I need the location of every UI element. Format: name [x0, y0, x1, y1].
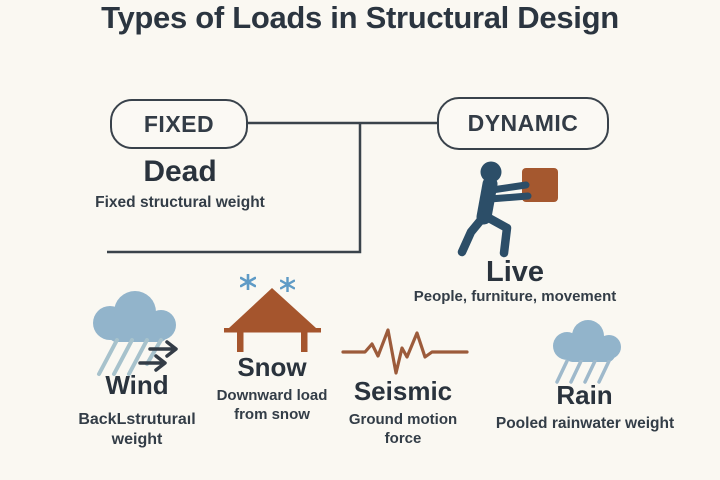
- wind-slashes-arrows-icon: [88, 338, 184, 378]
- dynamic-category-box: DYNAMIC: [437, 97, 609, 150]
- roof-icon: [224, 288, 321, 352]
- seismic-load-description-line1: Ground motion: [348, 411, 458, 428]
- wind-load-description: BackLstruturaıl weight: [57, 410, 217, 450]
- wind-load-title: Wind: [105, 370, 169, 400]
- seismic-load-description: Ground motion force: [323, 411, 483, 449]
- live-load-title: Live: [485, 256, 545, 288]
- snow-load-description: Downward load from snow: [192, 387, 352, 425]
- page-title: Types of Loads in Structural Design: [101, 0, 619, 35]
- fixed-category-label: FIXED: [143, 110, 215, 137]
- seismic-load-title: Seismic: [353, 376, 453, 406]
- rain-slashes-icon: [552, 360, 616, 384]
- rain-load-title: Rain: [556, 380, 613, 410]
- seismic-waveform-icon: [338, 325, 473, 377]
- rain-load-description: Pooled rainwater weight: [495, 415, 675, 432]
- dynamic-category-label: DYNAMIC: [467, 110, 579, 136]
- snowflake-icon: [240, 274, 256, 290]
- fixed-category-box: FIXED: [110, 99, 248, 149]
- live-load-description: People, furniture, movement: [413, 288, 617, 305]
- wind-load-description-line1: BackLstruturaıl: [78, 411, 196, 428]
- snowflake-icon: [280, 277, 295, 292]
- snow-load-title: Snow: [237, 352, 307, 382]
- snow-load-description-line2: from snow: [234, 405, 310, 423]
- seismic-load-description-line2: force: [384, 429, 422, 447]
- wind-load-description-line2: weight: [111, 431, 163, 448]
- wind-cloud-icon: [84, 287, 186, 345]
- snow-load-description-line1: Downward load: [216, 387, 328, 404]
- person-carrying-box-icon: [456, 161, 560, 259]
- dead-load-title: Dead: [143, 155, 217, 188]
- dead-load-description: Fixed structural weight: [95, 194, 265, 211]
- rain-cloud-icon: [546, 316, 628, 364]
